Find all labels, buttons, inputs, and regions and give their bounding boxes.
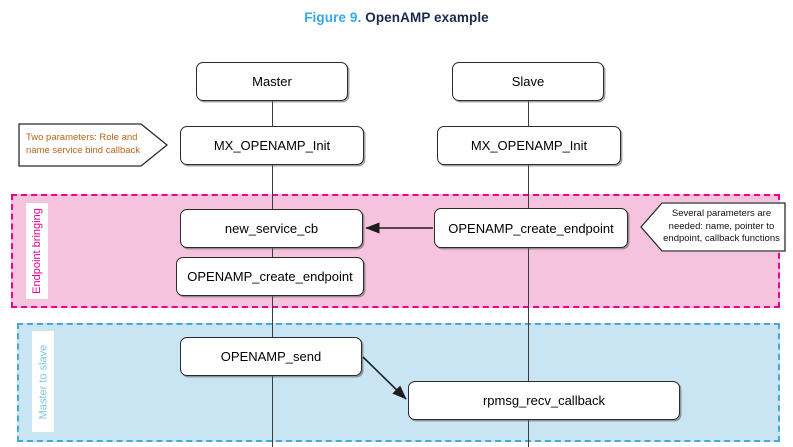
figure-name: OpenAMP example	[365, 10, 489, 25]
node-slave-create-endpoint-label: OPENAMP_create_endpoint	[448, 220, 614, 236]
node-rpmsg-recv-callback: rpmsg_recv_callback	[408, 381, 680, 420]
band-label-master-to-slave-text: Master to slave	[37, 344, 49, 419]
lane-header-master: Master	[196, 62, 348, 101]
node-slave-create-endpoint: OPENAMP_create_endpoint	[434, 208, 628, 248]
node-master-init: MX_OPENAMP_Init	[180, 126, 364, 165]
node-rpmsg-recv-callback-label: rpmsg_recv_callback	[482, 393, 606, 408]
figure-title: Figure 9. OpenAMP example	[0, 10, 793, 25]
node-new-service-cb-label: new_service_cb	[224, 221, 319, 236]
callout-endpoint-params-line3: endpoint, callback functions	[663, 233, 780, 245]
callout-endpoint-params-line1: Several parameters are	[671, 207, 772, 219]
band-label-master-to-slave: Master to slave	[32, 331, 54, 432]
callout-endpoint-params: Several parameters are needed: name, poi…	[640, 202, 786, 252]
figure-number: Figure 9.	[304, 10, 362, 25]
node-master-create-endpoint: OPENAMP_create_endpoint	[176, 257, 364, 296]
callout-init-params: Two parameters: Role and name service bi…	[18, 123, 168, 167]
node-openamp-send: OPENAMP_send	[180, 337, 362, 376]
node-openamp-send-label: OPENAMP_send	[220, 349, 322, 364]
lane-header-slave-label: Slave	[511, 74, 545, 89]
node-new-service-cb: new_service_cb	[180, 209, 363, 248]
node-master-create-endpoint-label: OPENAMP_create_endpoint	[187, 269, 353, 284]
callout-init-params-line1: Two parameters: Role and	[26, 132, 138, 144]
lifeline-slave	[528, 100, 529, 447]
node-slave-init-label: MX_OPENAMP_Init	[470, 138, 588, 153]
node-slave-init: MX_OPENAMP_Init	[437, 126, 621, 165]
callout-init-params-line2: name service bind callback	[26, 145, 141, 156]
lane-header-slave: Slave	[452, 62, 604, 101]
lane-header-master-label: Master	[252, 74, 292, 89]
band-label-endpoint-bringing: Endpoint bringing	[26, 203, 48, 299]
node-master-init-label: MX_OPENAMP_Init	[213, 138, 331, 153]
callout-endpoint-params-line2: needed: name, pointer to	[668, 220, 775, 232]
band-label-endpoint-bringing-text: Endpoint bringing	[31, 208, 43, 294]
